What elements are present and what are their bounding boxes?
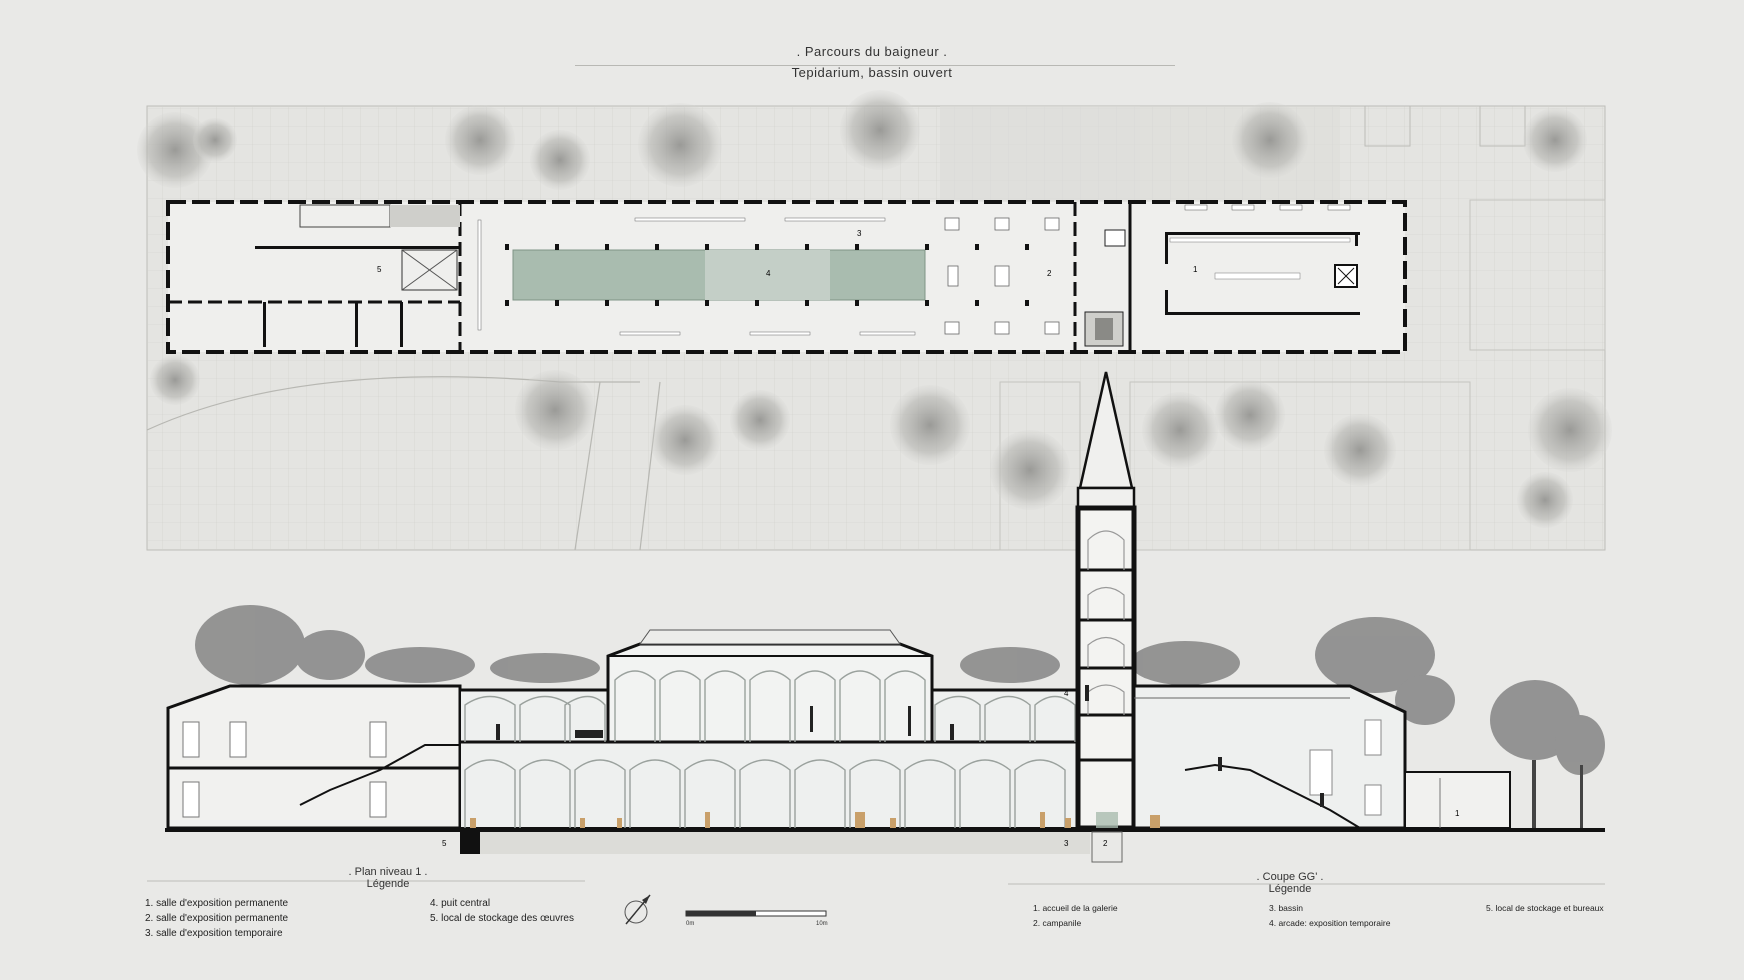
building-plan	[166, 200, 1407, 354]
legend-item: 2. salle d'exposition permanente	[145, 913, 289, 924]
plan-room-number-3: 3	[857, 229, 862, 238]
legend-item: 5. local de stockage des œuvres	[430, 913, 574, 924]
section-label-1: 1	[1455, 809, 1460, 818]
legend-item: 3. bassin	[1269, 903, 1304, 913]
drawing-title-block: . Parcours du baigneur . Tepidarium, bas…	[0, 44, 1744, 80]
building-section	[165, 505, 1605, 863]
north-arrow-icon	[624, 894, 651, 925]
plan-room-number-1: 1	[1193, 265, 1198, 274]
section-caption-title: . Coupe GG' .	[1256, 871, 1324, 883]
section-label-4: 4	[1064, 689, 1069, 698]
legend-item: 2. campanile	[1033, 918, 1082, 928]
section-label-3: 3	[1064, 839, 1069, 848]
plan-legend-col2: 4. puit central 5. local de stockage des…	[430, 896, 574, 926]
legend-item: 4. arcade: exposition temporaire	[1269, 918, 1391, 928]
plan-caption: . Plan niveau 1 . Légende	[288, 866, 488, 890]
section-legend-col2: 3. bassin 4. arcade: exposition temporai…	[1269, 901, 1390, 931]
drawing-title: . Parcours du baigneur .	[796, 44, 948, 59]
section-caption-subtitle: Légende	[1268, 883, 1312, 895]
title-divider	[575, 65, 1175, 66]
section-trees	[195, 605, 1605, 775]
section-legend-col3: 5. local de stockage et bureaux	[1486, 901, 1604, 916]
trees	[137, 90, 1612, 528]
site-plan	[137, 90, 1612, 551]
legend-item: 5. local de stockage et bureaux	[1486, 903, 1604, 913]
scale-bar	[685, 910, 827, 917]
legend-item: 1. salle d'exposition permanente	[145, 898, 289, 909]
section-legend-col1: 1. accueil de la galerie 2. campanile	[1033, 901, 1118, 931]
section-caption: . Coupe GG' . Légende	[1190, 871, 1390, 895]
legend-item: 3. salle d'exposition temporaire	[145, 928, 283, 939]
plan-legend-col1: 1. salle d'exposition permanente 2. sall…	[145, 896, 288, 941]
plan-room-number-2: 2	[1047, 269, 1052, 278]
plan-room-number-4: 4	[766, 269, 771, 278]
scale-end: 10m	[816, 921, 828, 927]
plan-caption-title: . Plan niveau 1 .	[348, 866, 428, 878]
scale-start: 0m	[686, 921, 694, 927]
drawing-subtitle: Tepidarium, bassin ouvert	[791, 65, 953, 80]
section-label-2: 2	[1103, 839, 1108, 848]
people-figures	[496, 685, 1324, 807]
legend-item: 1. accueil de la galerie	[1033, 903, 1118, 913]
section-label-5: 5	[442, 839, 447, 848]
plan-room-number-5: 5	[377, 265, 382, 274]
plan-caption-subtitle: Légende	[366, 878, 410, 890]
legend-item: 4. puit central	[430, 898, 491, 909]
